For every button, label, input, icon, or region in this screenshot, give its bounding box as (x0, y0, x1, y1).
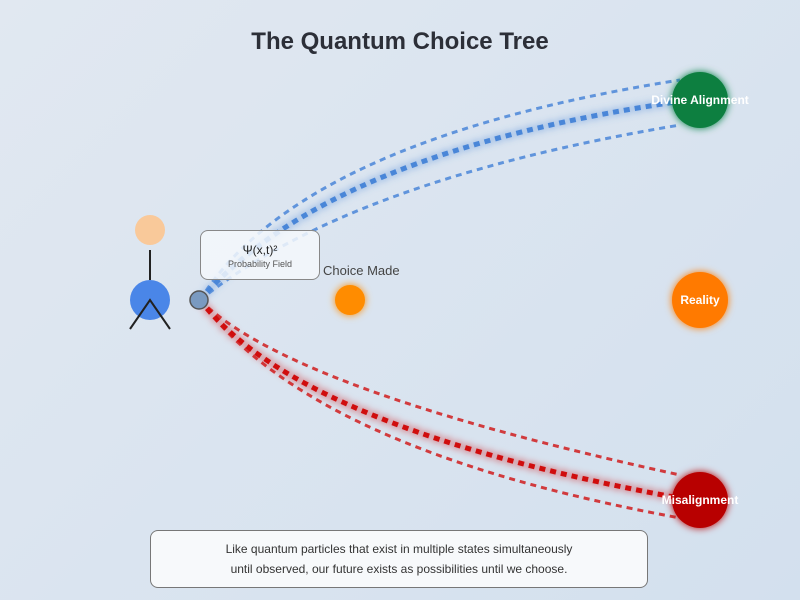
choice-point (335, 285, 365, 315)
origin-point (189, 290, 209, 310)
caption-box: Like quantum particles that exist in mul… (150, 530, 648, 588)
wave-function: Ψ(x,t)² (242, 243, 278, 257)
page-title: The Quantum Choice Tree (251, 28, 549, 55)
misalignment-node[interactable] (672, 472, 728, 528)
caption-line-1: Like quantum particles that exist in mul… (225, 542, 573, 556)
probability-field-label: Probability Field (227, 259, 293, 269)
person-figure (129, 215, 171, 330)
choice-made-label: Choice Made (323, 263, 400, 278)
reality-node[interactable] (672, 272, 728, 328)
misalignment-label: Misalignment (662, 493, 739, 507)
probability-field-box: Ψ(x,t)² Probability Field (200, 230, 320, 280)
reality-label: Reality (680, 293, 720, 307)
divine-label: Divine Alignment (651, 93, 749, 107)
caption-line-2: until observed, our future exists as pos… (230, 562, 568, 576)
person-head (135, 215, 165, 245)
divine-node[interactable] (672, 72, 728, 128)
misalignment-paths (198, 298, 691, 520)
